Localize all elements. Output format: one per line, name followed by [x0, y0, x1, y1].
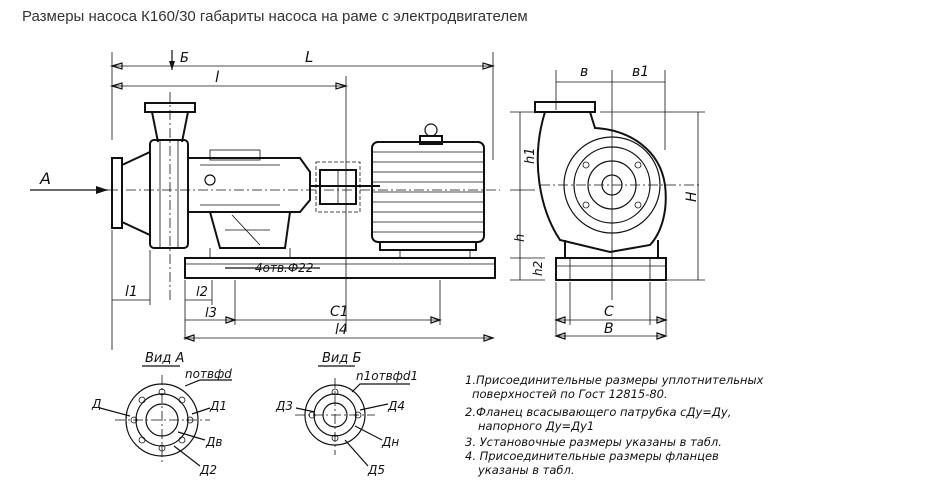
dim-h1: h1	[523, 147, 538, 164]
view-b-D5: Д5	[367, 463, 385, 477]
view-a: Вид А nотвфd Д Д1 Дв Д2	[91, 351, 232, 477]
view-a-arrow: А	[39, 169, 51, 188]
note-1: 1.Присоединительные размеры уплотнительн…	[465, 373, 764, 387]
note-3: 3. Установочные размеры указаны в табл.	[465, 435, 722, 449]
end-discharge-flange	[534, 101, 596, 113]
note-2b: напорного Ду=Ду1	[478, 419, 594, 433]
view-b-holes: n1отвфd1	[356, 369, 418, 383]
view-a-D: Д	[91, 397, 101, 411]
note-4b: указаны в табл.	[477, 463, 575, 477]
notes: 1.Присоединительные размеры уплотнительн…	[465, 373, 764, 477]
note-1b: поверхностей по Гост 12815-80.	[472, 387, 668, 401]
view-a-D1: Д1	[209, 399, 227, 413]
end-view: в в1 h1 h h2 H	[510, 64, 705, 340]
view-b-marker: Б	[180, 51, 189, 66]
view-b-D4: Д4	[387, 399, 405, 413]
page-title: Размеры насоса К160/30 габариты насоса н…	[22, 8, 528, 25]
dim-l4: l4	[335, 322, 348, 338]
view-b-Dn: Дн	[381, 435, 399, 449]
view-a-Dv: Дв	[205, 435, 222, 449]
holes-label: 4отв.Ф22	[255, 261, 313, 275]
dim-b1: в1	[632, 64, 649, 80]
lifting-eye	[424, 123, 438, 137]
dim-l3: l3	[205, 306, 217, 321]
dim-h2: h2	[531, 261, 545, 276]
dim-b: в	[580, 64, 588, 80]
base-frame	[184, 257, 496, 279]
dim-C: C	[604, 304, 614, 320]
view-a-holes: nотвфd	[185, 367, 232, 381]
bearing-housing	[187, 157, 311, 213]
view-b-D3: Д3	[275, 399, 293, 413]
end-base	[555, 257, 667, 281]
discharge-flange	[144, 102, 196, 113]
dim-l1: l1	[125, 284, 138, 300]
pump-support	[209, 211, 291, 249]
note-4: 4. Присоединительные размеры фланцев	[465, 449, 719, 463]
pump-casing	[149, 139, 189, 249]
dim-C1: C1	[330, 304, 349, 320]
dim-l2: l2	[196, 285, 208, 300]
suction-flange	[111, 157, 123, 229]
view-a-title: Вид А	[145, 351, 184, 366]
side-view: L l Б А	[30, 48, 500, 350]
view-a-D2: Д2	[199, 463, 217, 477]
dim-h: h	[513, 234, 528, 242]
dim-L: L	[305, 48, 313, 66]
dim-H: H	[684, 191, 700, 202]
volute	[536, 111, 667, 254]
view-b-title: Вид Б	[322, 351, 361, 366]
note-2: 2.Фланец всасывающего патрубка сДу=Ду,	[465, 405, 731, 419]
view-b: Вид Б n1отвфd1 Д3 Д4 Дн Д5	[275, 351, 418, 477]
dim-B: B	[604, 321, 614, 337]
dim-l: l	[215, 68, 220, 86]
